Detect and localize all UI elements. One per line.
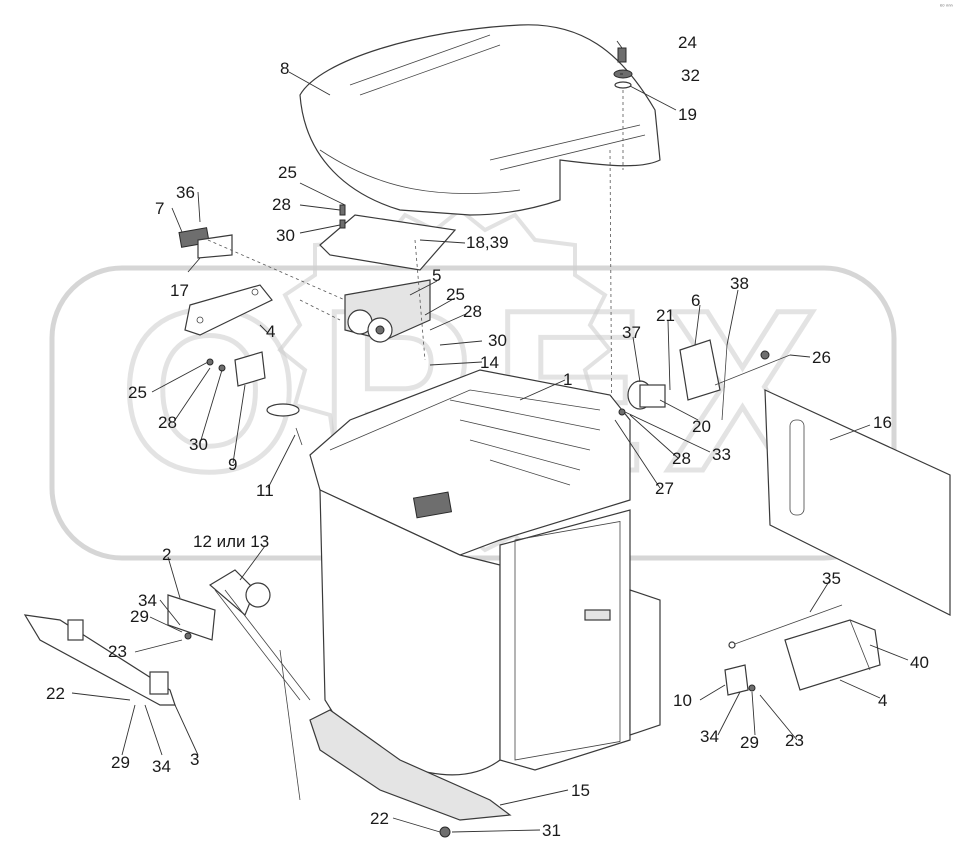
- callout-3: 3: [190, 750, 199, 769]
- callout-22-bottom: 22: [370, 809, 389, 828]
- light-7: [178, 227, 233, 259]
- callout-30-left: 30: [189, 435, 208, 454]
- panel-18-39: [319, 204, 457, 271]
- callout-28-mid: 28: [463, 302, 482, 321]
- callout-28-top: 28: [272, 195, 291, 214]
- callout-33: 33: [712, 445, 731, 464]
- callout-12-or-13: 12 или 13: [193, 532, 269, 551]
- cabin-body: [309, 369, 661, 776]
- callout-29-right: 29: [740, 733, 759, 752]
- callout-6: 6: [691, 291, 700, 310]
- washer-19: [614, 81, 632, 89]
- callout-4-left: 4: [266, 322, 275, 341]
- callout-31: 31: [542, 821, 561, 840]
- mirror-arm-3: [23, 594, 216, 706]
- callout-14: 14: [480, 353, 499, 372]
- rear-wiper-38: [679, 339, 791, 421]
- callout-5: 5: [432, 266, 441, 285]
- callout-29-left-bottom: 29: [111, 753, 130, 772]
- cover-4-left: [184, 284, 273, 336]
- callout-37: 37: [622, 323, 641, 342]
- callout-labels: 8 24 32 19 36 7 17 25 28 30 18,39 5 25 2…: [46, 33, 929, 840]
- clip-11: [295, 427, 303, 446]
- callout-20: 20: [692, 417, 711, 436]
- callout-23-left: 23: [108, 642, 127, 661]
- callout-30-mid: 30: [488, 331, 507, 350]
- bracket-10: [724, 664, 756, 696]
- callout-7: 7: [155, 199, 164, 218]
- callout-28-left: 28: [158, 413, 177, 432]
- callout-25-mid: 25: [446, 285, 465, 304]
- callout-22-left: 22: [46, 684, 65, 703]
- callout-8: 8: [280, 59, 289, 78]
- callout-17: 17: [170, 281, 189, 300]
- callout-27: 27: [655, 479, 674, 498]
- corner-mark: ᵉᵒ ⁿⁿⁿ: [940, 3, 953, 10]
- callout-25-top: 25: [278, 163, 297, 182]
- callout-25-left: 25: [128, 383, 147, 402]
- callout-34-left-bottom: 34: [152, 757, 171, 776]
- callout-9: 9: [228, 455, 237, 474]
- callout-38: 38: [730, 274, 749, 293]
- callout-15: 15: [571, 781, 590, 800]
- plate-2: [167, 594, 216, 641]
- callout-19: 19: [678, 105, 697, 124]
- callout-35: 35: [822, 569, 841, 588]
- rod-35: [728, 604, 843, 649]
- disc: [266, 403, 300, 417]
- callout-28-right: 28: [672, 449, 691, 468]
- plate-9: [234, 351, 266, 387]
- callout-2: 2: [162, 545, 171, 564]
- bolt-24: [617, 47, 627, 63]
- cover-4-right: [784, 619, 881, 691]
- callout-10: 10: [673, 691, 692, 710]
- callout-11: 11: [256, 481, 274, 500]
- motor-37: [618, 380, 666, 416]
- callout-32: 32: [681, 66, 700, 85]
- callout-29-left-top: 29: [130, 607, 149, 626]
- callout-21: 21: [656, 306, 675, 325]
- callout-30-top: 30: [276, 226, 295, 245]
- callout-18-39: 18,39: [466, 233, 509, 252]
- fan-unit-5: [344, 279, 431, 343]
- callout-26: 26: [812, 348, 831, 367]
- callout-40: 40: [910, 653, 929, 672]
- leader-lines: [71, 40, 909, 833]
- roof-part-8: [299, 24, 661, 216]
- callout-24: 24: [678, 33, 697, 52]
- callout-34-left-top: 34: [138, 591, 157, 610]
- small-parts-left: [206, 351, 303, 446]
- callout-36: 36: [176, 183, 195, 202]
- side-panel-16: [764, 389, 951, 616]
- front-wiper-12-13: [208, 569, 311, 801]
- callout-4-right: 4: [878, 691, 887, 710]
- callout-23-right: 23: [785, 731, 804, 750]
- callout-16: 16: [873, 413, 892, 432]
- bracket-6: [679, 339, 721, 401]
- callout-34-right: 34: [700, 727, 719, 746]
- front-step-15: [309, 709, 512, 838]
- callout-1: 1: [563, 370, 572, 389]
